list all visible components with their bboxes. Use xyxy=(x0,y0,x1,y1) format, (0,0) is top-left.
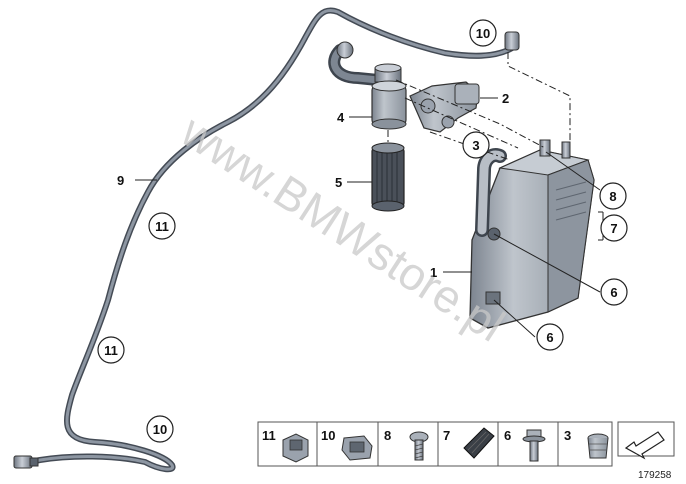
hose-connector-left xyxy=(13,455,39,469)
callout-5: 5 xyxy=(335,175,342,190)
phantom-lines xyxy=(387,52,571,161)
grommet-3-icon xyxy=(587,433,609,459)
part-5-filter xyxy=(371,142,405,212)
leader-lines xyxy=(135,97,604,338)
legend-label-8: 8 xyxy=(384,428,391,443)
legend-label-3: 3 xyxy=(564,428,571,443)
clip-10-icon xyxy=(341,435,373,461)
callout-8: 8 xyxy=(609,189,616,204)
part-2-purge-valve xyxy=(409,81,480,133)
vent-line-9 xyxy=(22,7,515,473)
legend-label-6: 6 xyxy=(504,428,511,443)
parts-legend: 11 10 8 7 6 3 xyxy=(257,421,675,481)
callout-2: 2 xyxy=(502,91,509,106)
callout-6-lower: 6 xyxy=(546,330,553,345)
clip-11-icon xyxy=(282,433,309,463)
callout-7: 7 xyxy=(610,221,617,236)
part-4-valve xyxy=(371,63,407,130)
callout-10-lower: 10 xyxy=(153,422,167,437)
hose-connector-top xyxy=(504,31,520,51)
legend-label-11: 11 xyxy=(262,428,276,443)
callout-1: 1 xyxy=(430,265,437,280)
direction-arrow-icon xyxy=(624,431,665,460)
purge-hose xyxy=(328,41,384,86)
bolt-6-icon xyxy=(522,429,546,462)
callout-6-upper: 6 xyxy=(610,285,617,300)
callout-3: 3 xyxy=(472,138,479,153)
callout-4: 4 xyxy=(337,110,345,125)
callout-11-upper: 11 xyxy=(155,219,169,234)
legend-label-7: 7 xyxy=(443,428,450,443)
callout-10-upper: 10 xyxy=(476,26,490,41)
callout-11-lower: 11 xyxy=(104,343,118,358)
legend-label-10: 10 xyxy=(321,428,335,443)
screw-8-icon xyxy=(409,431,429,461)
watermark: www.BMWstore.pl xyxy=(172,104,514,351)
diagram-number: 179258 xyxy=(638,470,672,481)
pad-7-icon xyxy=(463,427,495,459)
callout-9: 9 xyxy=(117,173,124,188)
callouts: 9 4 5 2 1 11 11 10 10 3 8 7 6 6 xyxy=(97,19,628,443)
